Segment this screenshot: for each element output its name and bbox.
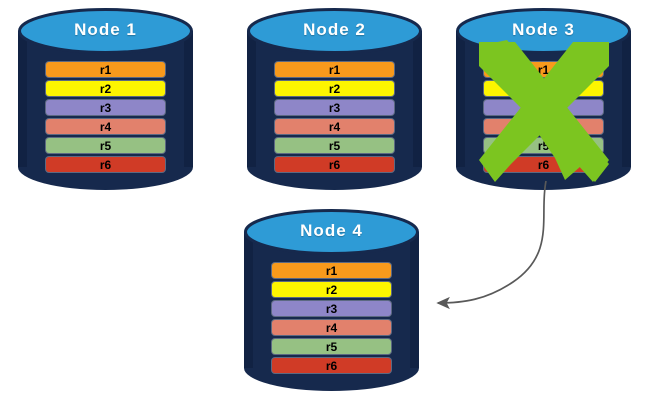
record-label-r2: r2	[328, 81, 341, 96]
record-bar-r3[interactable]: r3	[275, 100, 394, 115]
cylinder-shading-left	[247, 31, 256, 167]
record-label-r3: r3	[325, 301, 338, 316]
record-label-r4: r4	[325, 320, 338, 335]
record-label-r2: r2	[99, 81, 112, 96]
cylinder-shading-left	[244, 232, 253, 368]
record-bar-r6[interactable]: r6	[484, 157, 603, 172]
record-bar-r5[interactable]: r5	[275, 138, 394, 153]
record-bar-r5[interactable]: r5	[46, 138, 165, 153]
record-bar-r2[interactable]: r2	[484, 81, 603, 96]
record-label-r5: r5	[328, 138, 341, 153]
record-bar-r1[interactable]: r1	[484, 62, 603, 77]
record-bar-r5[interactable]: r5	[484, 138, 603, 153]
record-label-r4: r4	[328, 119, 341, 134]
record-bar-r4[interactable]: r4	[272, 320, 391, 335]
record-label-r1: r1	[99, 62, 112, 77]
record-bar-r2[interactable]: r2	[275, 81, 394, 96]
record-bar-r4[interactable]: r4	[275, 119, 394, 134]
record-bar-r4[interactable]: r4	[46, 119, 165, 134]
record-label-r3: r3	[99, 100, 112, 115]
record-label-r6: r6	[537, 157, 550, 172]
cylinder-top	[18, 8, 193, 54]
record-bar-r6[interactable]: r6	[46, 157, 165, 172]
cylinder-top	[244, 209, 419, 255]
cylinder-shading-left	[456, 31, 465, 167]
record-bar-r5[interactable]: r5	[272, 339, 391, 354]
record-bar-r4[interactable]: r4	[484, 119, 603, 134]
record-label-r1: r1	[537, 62, 550, 77]
cylinder-shading-right	[410, 232, 419, 368]
cylinder-shading-left	[18, 31, 27, 167]
node-1-records: r1 r2 r3 r4 r5 r6	[18, 62, 193, 172]
record-label-r6: r6	[99, 157, 112, 172]
node-3-records: r1 r2 r3 r4 r5 r6	[456, 62, 631, 172]
record-label-r5: r5	[325, 339, 338, 354]
record-label-r6: r6	[325, 358, 338, 373]
record-label-r4: r4	[99, 119, 112, 134]
record-label-r2: r2	[537, 81, 550, 96]
node-2-records: r1 r2 r3 r4 r5 r6	[247, 62, 422, 172]
record-label-r3: r3	[537, 100, 550, 115]
record-label-r2: r2	[325, 282, 338, 297]
record-label-r1: r1	[325, 263, 338, 278]
record-label-r1: r1	[328, 62, 341, 77]
record-bar-r3[interactable]: r3	[272, 301, 391, 316]
record-label-r5: r5	[99, 138, 112, 153]
cylinder-shading-right	[184, 31, 193, 167]
record-bar-r1[interactable]: r1	[275, 62, 394, 77]
cylinder-shading-right	[622, 31, 631, 167]
record-bar-r1[interactable]: r1	[46, 62, 165, 77]
record-label-r6: r6	[328, 157, 341, 172]
record-bar-r1[interactable]: r1	[272, 263, 391, 278]
record-bar-r2[interactable]: r2	[46, 81, 165, 96]
record-label-r4: r4	[537, 119, 550, 134]
node-4-records: r1 r2 r3 r4 r5 r6	[244, 263, 419, 373]
cylinder-shading-right	[413, 31, 422, 167]
record-bar-r2[interactable]: r2	[272, 282, 391, 297]
record-bar-r3[interactable]: r3	[46, 100, 165, 115]
cylinder-top	[247, 8, 422, 54]
record-bar-r3[interactable]: r3	[484, 100, 603, 115]
record-label-r5: r5	[537, 138, 550, 153]
record-bar-r6[interactable]: r6	[275, 157, 394, 172]
record-label-r3: r3	[328, 100, 341, 115]
record-bar-r6[interactable]: r6	[272, 358, 391, 373]
cylinder-top	[456, 8, 631, 54]
